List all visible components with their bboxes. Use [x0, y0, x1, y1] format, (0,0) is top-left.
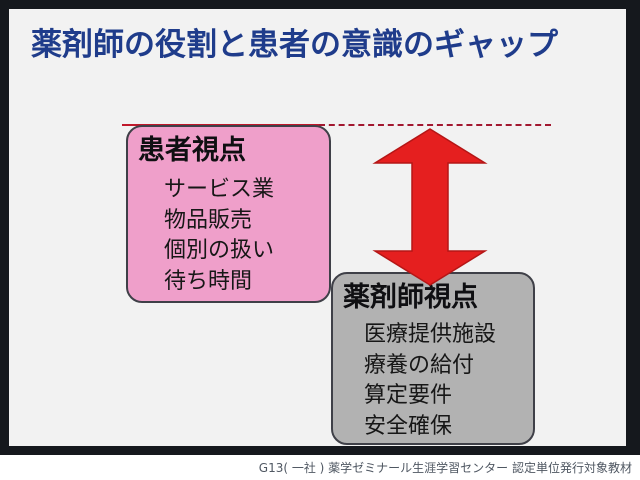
footer-credit: G13( 一社 ) 薬学ゼミナール生涯学習センター 認定単位発行対象教材 — [258, 461, 632, 475]
list-item: 個別の扱い — [164, 238, 275, 263]
pharmacist-view-box: 薬剤師視点 医療提供施設 療養の給付 算定要件 安全確保 — [331, 272, 535, 445]
pharmacist-view-heading: 薬剤師視点 — [343, 282, 478, 313]
list-item: 待ち時間 — [164, 268, 253, 294]
slide-frame: 薬剤師の役割と患者の意識のギャップ 患者視点 サービス業 物品販売 個別の扱い … — [0, 0, 640, 455]
slide: 薬剤師の役割と患者の意識のギャップ 患者視点 サービス業 物品販売 個別の扱い … — [9, 9, 626, 446]
pharmacist-view-list: 医療提供施設 療養の給付 算定要件 安全確保 — [364, 320, 496, 442]
list-item: 算定要件 — [364, 383, 453, 408]
list-item: 療養の給付 — [364, 352, 475, 378]
list-item: 医療提供施設 — [364, 322, 497, 347]
slide-title: 薬剤師の役割と患者の意識のギャップ — [31, 27, 558, 63]
patient-view-heading: 患者視点 — [138, 135, 246, 166]
list-item: 安全確保 — [364, 413, 453, 439]
arrow-shape — [372, 128, 488, 286]
double-headed-vertical-arrow-icon — [372, 128, 488, 286]
divider-dashed-line — [319, 124, 551, 126]
patient-view-list: サービス業 物品販売 個別の扱い 待ち時間 — [164, 175, 274, 297]
patient-view-box: 患者視点 サービス業 物品販売 個別の扱い 待ち時間 — [126, 125, 331, 303]
list-item: 物品販売 — [164, 207, 253, 233]
list-item: サービス業 — [164, 177, 275, 202]
